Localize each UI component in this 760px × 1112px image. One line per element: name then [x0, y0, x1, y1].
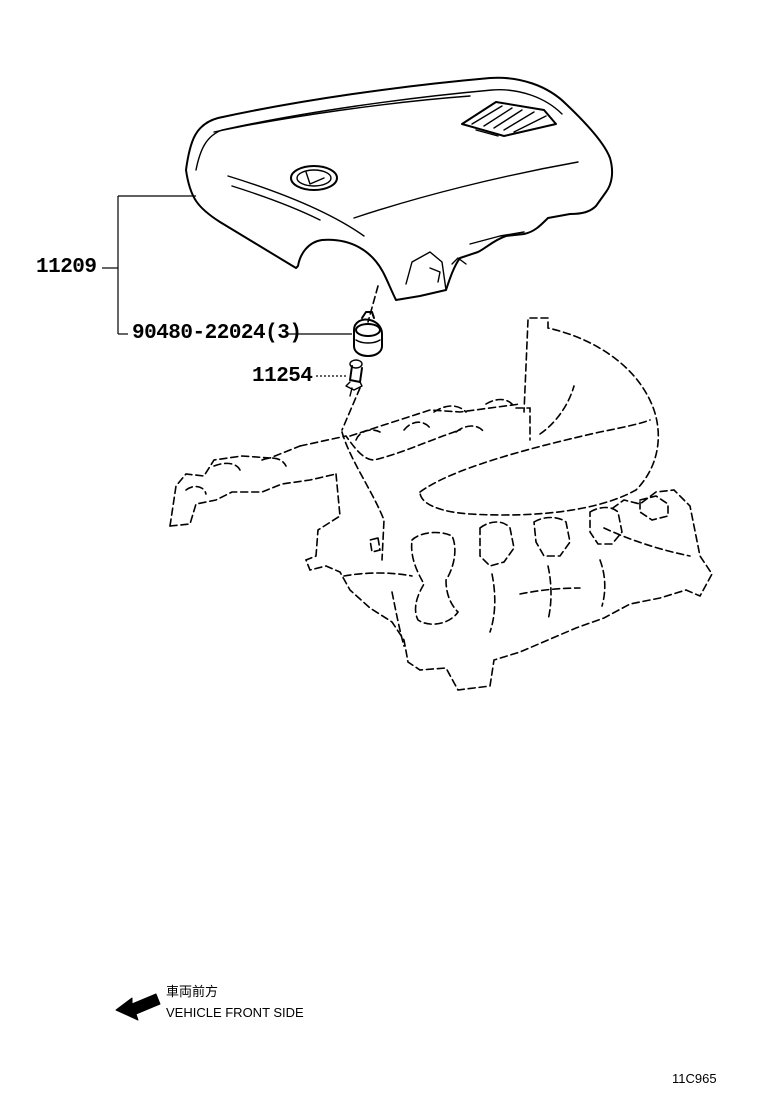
- assembly-dash-lines: [341, 285, 385, 561]
- stud-bolt-drawing: [345, 359, 363, 397]
- part-number-engine-cover: 11209: [36, 256, 97, 279]
- front-arrow-icon: [115, 993, 161, 1021]
- part-number-stud-bolt: 11254: [252, 365, 313, 388]
- front-direction-label-jp: 車両前方: [166, 985, 219, 1000]
- front-direction-label-en: VEHICLE FRONT SIDE: [166, 1005, 304, 1020]
- diagram-code: 11C965: [672, 1071, 717, 1086]
- leader-lines: [102, 195, 352, 377]
- engine-cover-drawing: [185, 76, 614, 301]
- grommet-drawing: [353, 311, 383, 357]
- engine-outline-drawing: [169, 317, 713, 691]
- part-number-grommet: 90480-22024(3): [132, 322, 302, 345]
